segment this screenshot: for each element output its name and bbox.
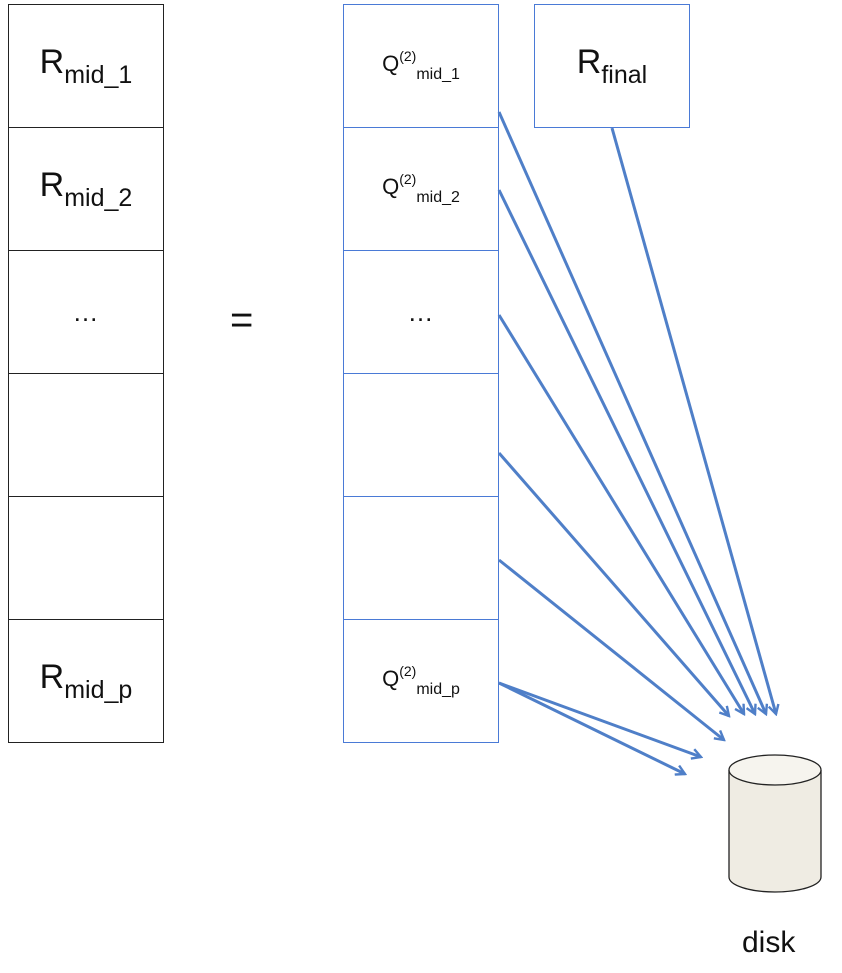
r-empty-cell-1 <box>8 373 164 497</box>
r-mid-p-label: Rmid_p <box>40 660 133 703</box>
q-ellipsis: … <box>407 296 435 327</box>
r-final-sub: final <box>601 60 648 89</box>
arrow-q-empty-2 <box>498 558 724 740</box>
r-empty-cell-2 <box>8 496 164 620</box>
r-mid-1-base: R <box>39 42 65 81</box>
r-mid-2-label: Rmid_2 <box>40 168 133 211</box>
r-ellipsis: … <box>72 296 100 327</box>
q-mid-2-base: Q <box>382 174 400 199</box>
q-mid-p-sub: mid_p <box>416 681 460 698</box>
disk-label: disk <box>742 926 796 959</box>
q-mid-1-sup: (2) <box>399 48 417 64</box>
q-mid-p-label: Q(2) mid_p <box>382 664 460 698</box>
q-mid-1-cell: Q(2) mid_1 <box>343 4 499 128</box>
equals-sign: = <box>230 298 254 342</box>
r-mid-1-sub: mid_1 <box>64 60 133 89</box>
q-mid-2-label: Q(2) mid_2 <box>382 172 460 206</box>
r-mid-1-cell: Rmid_1 <box>8 4 164 128</box>
q-mid-2-sup: (2) <box>399 171 417 187</box>
q-mid-1-label: Q(2) mid_1 <box>382 49 460 83</box>
r-final-base: R <box>576 42 602 81</box>
q-mid-1-base: Q <box>382 51 400 76</box>
r-mid-2-cell: Rmid_2 <box>8 127 164 251</box>
q-mid-1-sub: mid_1 <box>416 66 460 83</box>
r-mid-1-label: Rmid_1 <box>40 45 133 88</box>
arrow-q-ellipsis <box>497 314 744 714</box>
q-ellipsis-cell: … <box>343 250 499 374</box>
q-empty-cell-2 <box>343 496 499 620</box>
r-mid-p-cell: Rmid_p <box>8 619 164 743</box>
arrow-r-final <box>610 127 776 714</box>
r-mid-2-base: R <box>39 165 65 204</box>
q-mid-p-base: Q <box>382 666 400 691</box>
q-mid-2-cell: Q(2) mid_2 <box>343 127 499 251</box>
arrow-q-mid-2 <box>497 189 755 714</box>
arrow-q-mid-1 <box>497 111 766 714</box>
arrow-q-empty-1 <box>497 452 729 716</box>
arrow-q-mid-p-2 <box>498 681 685 774</box>
r-mid-2-sub: mid_2 <box>64 183 133 212</box>
r-final-box: Rfinal <box>534 4 690 128</box>
q-mid-p-cell: Q(2) mid_p <box>343 619 499 743</box>
arrows <box>497 111 776 774</box>
disk-icon <box>728 754 822 893</box>
r-mid-p-sub: mid_p <box>64 675 133 704</box>
arrow-q-mid-p <box>498 681 701 757</box>
q-empty-cell-1 <box>343 373 499 497</box>
q-mid-p-sup: (2) <box>399 663 417 679</box>
r-mid-p-base: R <box>39 657 65 696</box>
r-final-label: Rfinal <box>577 45 647 88</box>
q-mid-2-sub: mid_2 <box>416 189 460 206</box>
